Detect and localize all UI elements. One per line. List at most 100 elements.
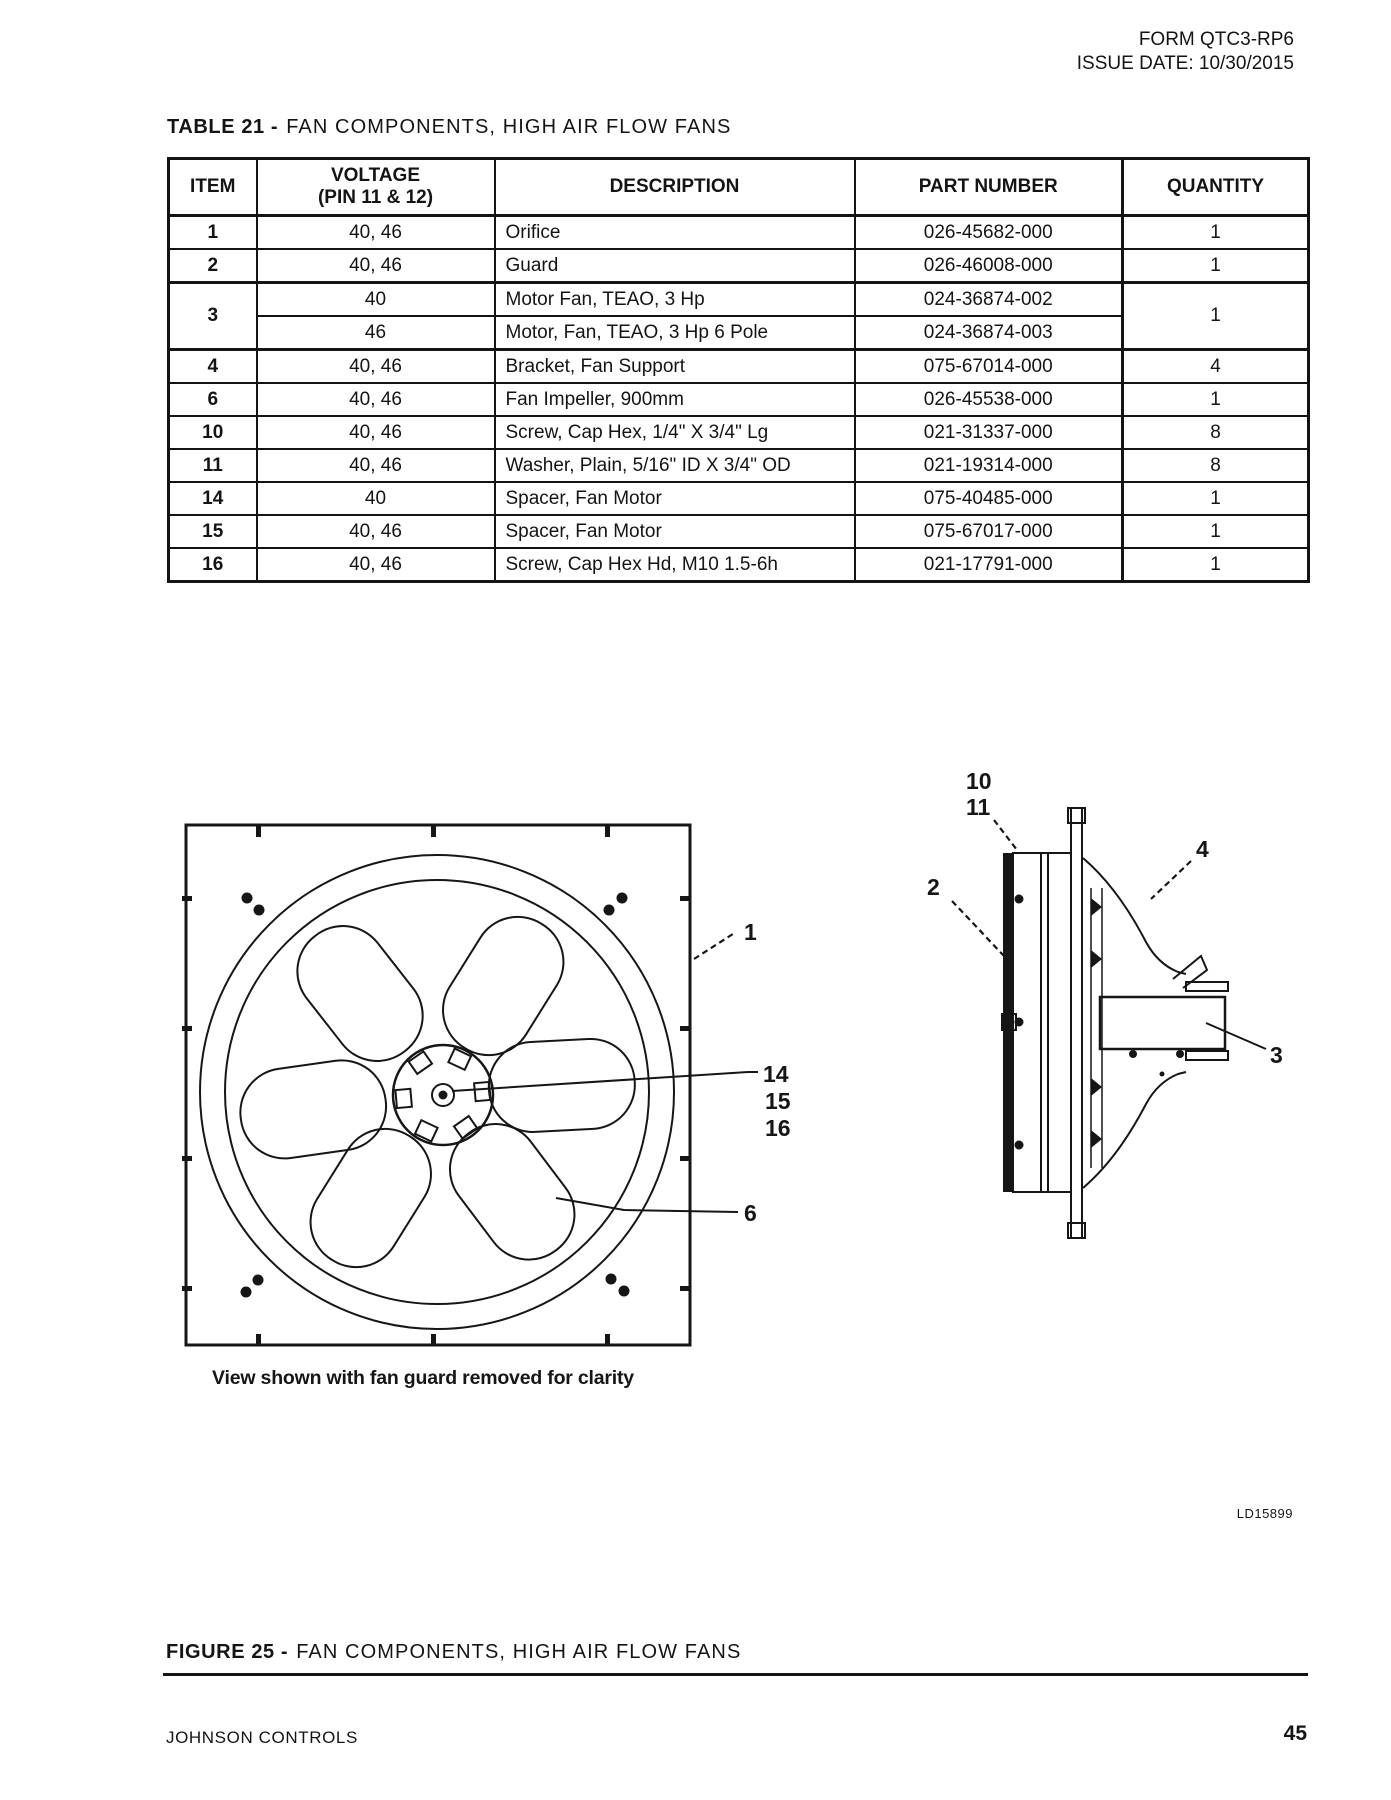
col-header-voltage: VOLTAGE (PIN 11 & 12) (255, 157, 496, 217)
leader-line-4 (1150, 860, 1192, 900)
desc-cell: Washer, Plain, 5/16" ID X 3/4" OD (493, 448, 856, 483)
leader-line-14 (451, 1071, 758, 1092)
desc-cell: Motor Fan, TEAO, 3 Hp (493, 281, 856, 317)
leader-line-10-11 (993, 819, 1018, 851)
col-header-description: DESCRIPTION (493, 157, 856, 217)
desc-cell: Spacer, Fan Motor (493, 514, 856, 549)
part-cell: 026-46008-000 (853, 248, 1124, 284)
qty-cell: 1 (1121, 514, 1310, 549)
desc-cell: Spacer, Fan Motor (493, 481, 856, 516)
item-cell: 2 (167, 248, 258, 284)
table-title-prefix: TABLE 21 - (167, 116, 279, 138)
leader-line-2 (951, 900, 1005, 957)
figure-note: View shown with fan guard removed for cl… (212, 1367, 634, 1389)
desc-cell: Screw, Cap Hex Hd, M10 1.5-6h (493, 547, 856, 583)
table-title: TABLE 21 -FAN COMPONENTS, HIGH AIR FLOW … (167, 116, 731, 139)
qty-cell: 1 (1121, 214, 1310, 250)
figure-25-diagram: 1 14 15 16 6 View shown with fan guard r… (182, 768, 1283, 1389)
fan-motor (1098, 995, 1227, 1051)
qty-cell: 1 (1121, 382, 1310, 417)
fan-front-view: 1 14 15 16 6 View shown with fan guard r… (182, 823, 791, 1389)
voltage-cell: 40, 46 (255, 514, 496, 549)
part-cell: 021-31337-000 (853, 415, 1124, 450)
item-cell: 4 (167, 348, 258, 384)
callout-screw-16: 16 (765, 1115, 791, 1141)
col-header-item: ITEM (167, 157, 258, 217)
fan-components-table: ITEM VOLTAGE (PIN 11 & 12) DESCRIPTION P… (167, 157, 1310, 583)
item-cell: 16 (167, 547, 258, 583)
fan-hub (391, 1043, 495, 1147)
part-cell: 024-36874-003 (853, 315, 1124, 351)
desc-cell: Fan Impeller, 900mm (493, 382, 856, 417)
footer-rule (163, 1673, 1308, 1676)
desc-cell: Motor, Fan, TEAO, 3 Hp 6 Pole (493, 315, 856, 351)
part-cell: 024-36874-002 (853, 281, 1124, 317)
callout-motor: 3 (1270, 1042, 1283, 1068)
table-header-row: ITEM VOLTAGE (PIN 11 & 12) DESCRIPTION P… (167, 157, 1310, 217)
page-header: FORM QTC3-RP6 ISSUE DATE: 10/30/2015 (1077, 28, 1294, 76)
voltage-cell: 40, 46 (255, 214, 496, 250)
item-cell: 14 (167, 481, 258, 516)
part-cell: 021-19314-000 (853, 448, 1124, 483)
part-cell: 075-67017-000 (853, 514, 1124, 549)
fan-side-view: 10 11 2 4 3 (927, 768, 1283, 1239)
figure-title-prefix: FIGURE 25 - (166, 1641, 289, 1663)
part-cell: 075-40485-000 (853, 481, 1124, 516)
item-cell: 1 (167, 214, 258, 250)
leader-line-1 (693, 931, 737, 960)
desc-cell: Guard (493, 248, 856, 284)
voltage-cell: 40, 46 (255, 448, 496, 483)
fan-panel-outline (184, 823, 692, 1347)
qty-cell: 8 (1121, 448, 1310, 483)
desc-cell: Bracket, Fan Support (493, 348, 856, 384)
figure-title: FIGURE 25 - FAN COMPONENTS, HIGH AIR FLOW… (166, 1641, 741, 1664)
drawing-id: LD15899 (1236, 1506, 1293, 1521)
corner-bolts (240, 892, 630, 1298)
page-number: 45 (1283, 1722, 1307, 1745)
callout-spacer-40: 14 (763, 1061, 789, 1087)
voltage-cell: 40 (255, 281, 496, 317)
item-cell: 6 (167, 382, 258, 417)
qty-cell: 1 (1121, 481, 1310, 516)
callout-screw-10: 10 (966, 768, 992, 794)
callout-impeller: 6 (744, 1200, 757, 1226)
figure-title-text: FAN COMPONENTS, HIGH AIR FLOW FANS (296, 1641, 742, 1663)
form-number: FORM QTC3-RP6 (1138, 29, 1294, 50)
panel-edge-slots (182, 826, 690, 1344)
desc-cell: Orifice (493, 214, 856, 250)
motor-rail-top (1185, 981, 1229, 992)
voltage-cell: 40, 46 (255, 382, 496, 417)
mounting-strip (1070, 807, 1083, 1239)
guard-profile-top (1082, 857, 1187, 975)
voltage-cell: 40, 46 (255, 348, 496, 384)
qty-cell: 1 (1121, 248, 1310, 284)
panel-edge (1012, 852, 1042, 1193)
leader-line-3 (1205, 1022, 1267, 1050)
qty-cell: 1 (1121, 547, 1310, 583)
col-header-part-number: PART NUMBER (853, 157, 1124, 217)
callout-spacer: 15 (765, 1088, 791, 1114)
part-cell: 021-17791-000 (853, 547, 1124, 583)
item-cell: 3 (167, 281, 258, 351)
item-cell: 15 (167, 514, 258, 549)
voltage-cell: 46 (255, 315, 496, 351)
voltage-cell: 40, 46 (255, 415, 496, 450)
callout-panel: 1 (744, 919, 757, 945)
item-cell: 11 (167, 448, 258, 483)
callout-washer: 11 (966, 794, 991, 820)
support-bracket (1172, 954, 1209, 989)
part-cell: 075-67014-000 (853, 348, 1124, 384)
part-cell: 026-45682-000 (853, 214, 1124, 250)
qty-cell: 4 (1121, 348, 1310, 384)
desc-cell: Screw, Cap Hex, 1/4" X 3/4" Lg (493, 415, 856, 450)
leader-line-6 (555, 1197, 739, 1213)
